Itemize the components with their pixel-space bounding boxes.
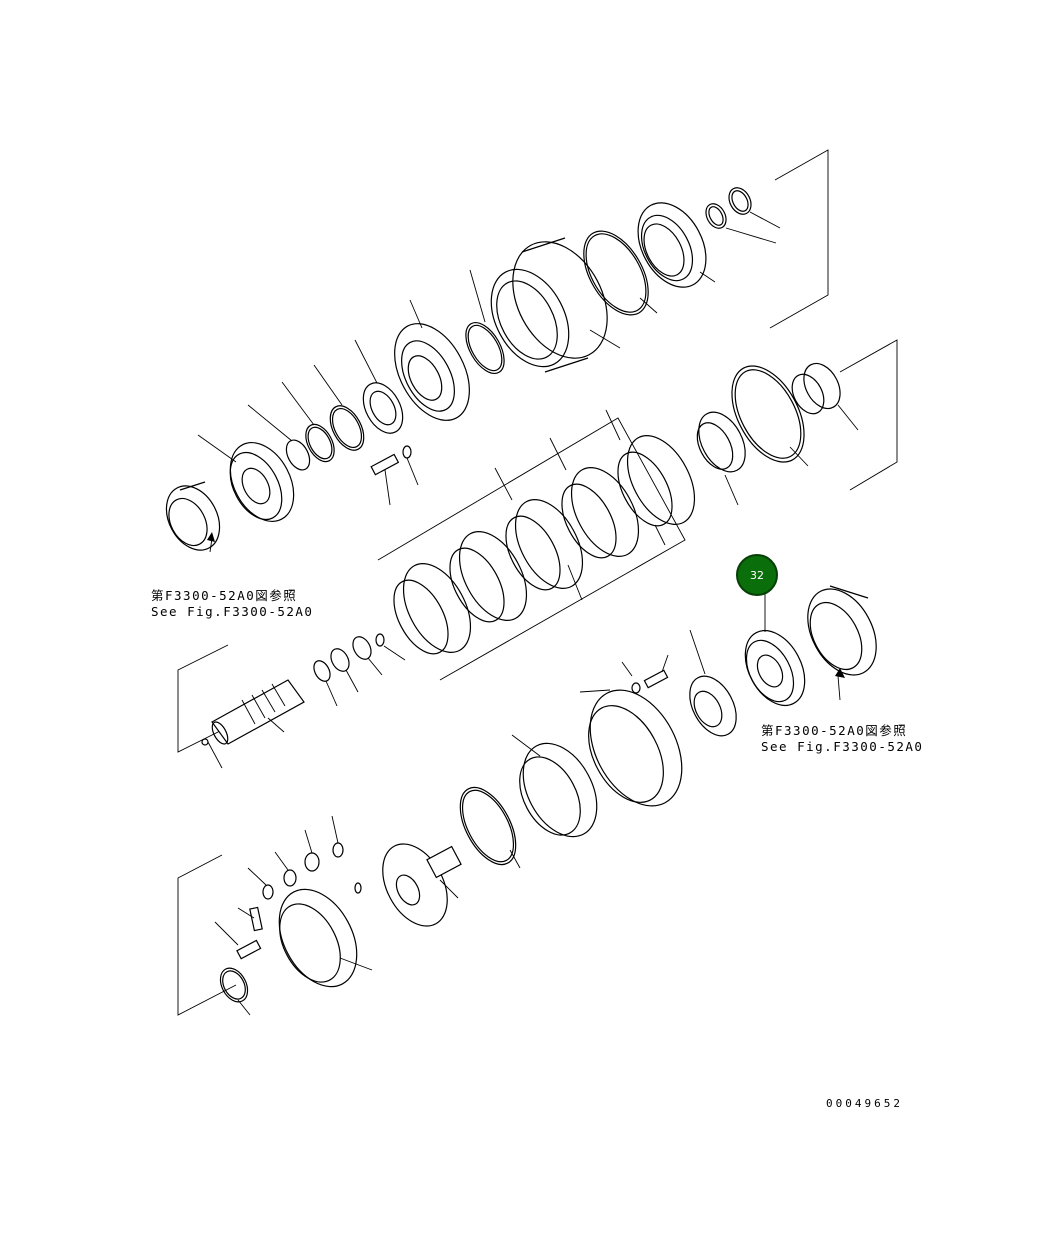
- shaft-small-parts: [313, 633, 406, 707]
- ring-gear-drum: [490, 237, 621, 373]
- roller-bearing-part-32[interactable]: [733, 594, 816, 716]
- housing-cover-right: [807, 585, 877, 701]
- clutch-plate-bracket: [377, 409, 686, 681]
- roller-bearing-right: [696, 411, 746, 506]
- reference-note-left-en: See Fig.F3300-52A0: [151, 604, 314, 619]
- bearing-cage-upper: [637, 202, 716, 288]
- part-32-badge[interactable]: 32: [736, 554, 778, 596]
- main-shaft: [201, 679, 305, 769]
- washer-and-bolt-lower: [621, 654, 669, 694]
- clutch-plate-stack: [393, 435, 696, 655]
- sun-gear-flange: [382, 843, 462, 927]
- reference-note-left: 第F3300-52A0図参照 See Fig.F3300-52A0: [151, 588, 313, 620]
- roller-bearing-upper-left: [197, 434, 295, 522]
- o-ring-small: [465, 269, 505, 374]
- small-seal-ring-2: [705, 203, 777, 244]
- planet-carrier-lower: [579, 689, 683, 807]
- needle-bearing-right: [791, 362, 859, 431]
- snap-ring-upper-3: [247, 404, 311, 471]
- bolt-upper: [370, 445, 419, 506]
- reference-note-right: 第F3300-52A0図参照 See Fig.F3300-52A0: [761, 723, 923, 755]
- reference-note-right-jp: 第F3300-52A0図参照: [761, 723, 908, 738]
- bearing-small-upper: [354, 339, 404, 434]
- snap-ring-upper-1: [313, 364, 365, 451]
- planet-carrier-bottom: [278, 888, 373, 988]
- pinion-parts: [214, 815, 362, 960]
- flange-carrier-upper: [394, 299, 470, 421]
- reference-note-right-en: See Fig.F3300-52A0: [761, 739, 924, 754]
- svg-text:32: 32: [750, 569, 764, 582]
- housing-cover-left: [165, 481, 221, 553]
- small-seal-ring-1: [728, 187, 781, 229]
- shaft-group-bracket: [177, 644, 237, 1016]
- o-ring-large-right: [731, 365, 809, 467]
- reference-note-left-jp: 第F3300-52A0図参照: [151, 588, 298, 603]
- snap-ring-bottom: [219, 967, 251, 1016]
- ring-gear-lower: [511, 734, 598, 838]
- drawing-code: 00049652: [826, 1097, 903, 1110]
- bearing-lower-mid: [689, 629, 737, 737]
- upper-group-bracket: [769, 149, 898, 491]
- snap-ring-upper-2: [281, 381, 335, 463]
- large-o-ring-upper: [583, 230, 658, 316]
- o-ring-lower: [459, 786, 521, 869]
